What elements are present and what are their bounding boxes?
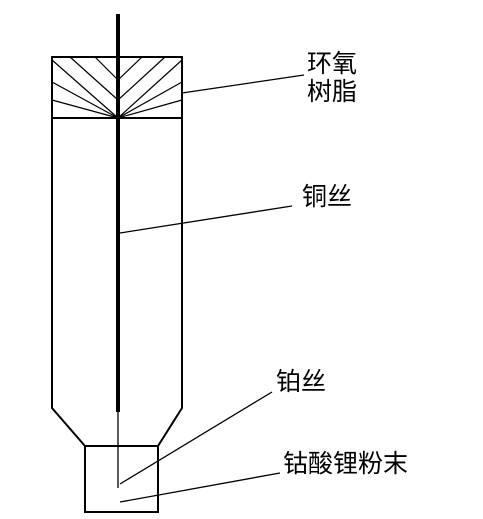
epoxy-label-line1: 环氧 (307, 49, 358, 78)
lithium-cobalt-oxide-powder-label: 钴酸锂粉末 (283, 449, 409, 478)
powder-leader-line (119, 472, 281, 503)
epoxy-label-line2: 树脂 (307, 77, 358, 106)
epoxy-hatch (51, 56, 183, 119)
platinum-leader-line (119, 391, 273, 485)
copper-wire-label: 铜丝 (302, 182, 353, 211)
platinum-wire-label: 铂丝 (276, 367, 327, 396)
epoxy-resin-label: 环氧 树脂 (307, 50, 357, 106)
copper-leader-line (119, 205, 293, 234)
powder-cup-outline (84, 446, 159, 513)
epoxy-leader-line (181, 74, 305, 94)
